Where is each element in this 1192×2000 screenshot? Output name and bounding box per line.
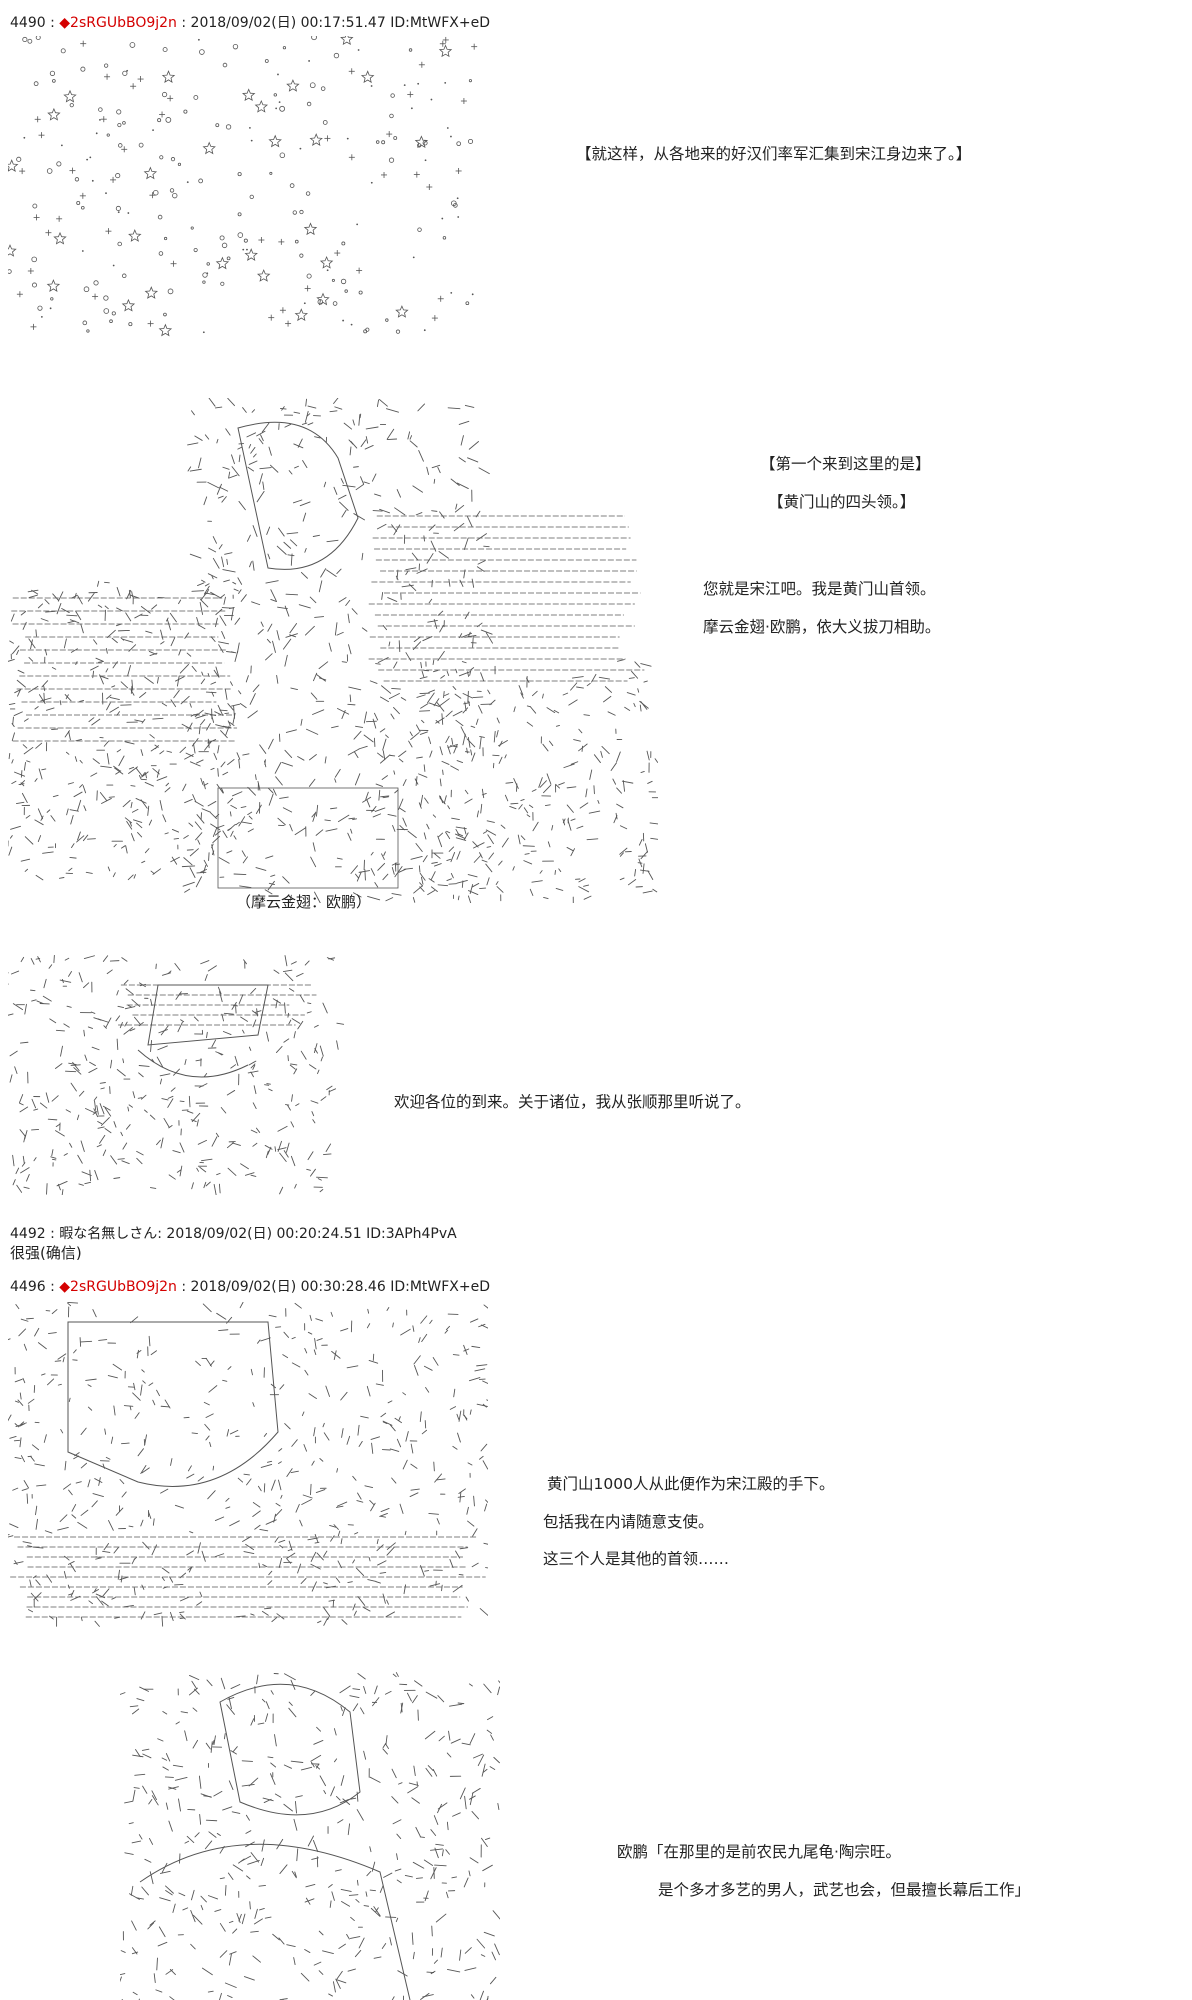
- narration-line: 【第一个来到这里的是】: [760, 455, 931, 473]
- dialogue-line: 欢迎各位的到来。关于诸位，我从张顺那里听说了。: [394, 1093, 751, 1111]
- post-header-4496: 4496 : ◆2sRGUbBO9j2n : 2018/09/02(日) 00:…: [10, 1276, 490, 1296]
- dialogue-line: 您就是宋江吧。我是黄门山首领。: [703, 580, 936, 598]
- oupeng-ascii-art: [8, 1302, 488, 1632]
- trip-mark: ◆: [59, 1279, 71, 1295]
- post-meta: : 2018/09/02(日) 00:30:28.46 ID:MtWFX+eD: [181, 1279, 491, 1295]
- narration-line: 【就这样，从各地来的好汉们率军汇集到宋江身边来了。】: [576, 145, 972, 163]
- dialogue-line: 欧鹏「在那里的是前农民九尾龟·陶宗旺。: [617, 1843, 901, 1861]
- tripcode: 2sRGUbBO9j2n: [70, 1279, 177, 1295]
- dialogue-line: 是个多才多艺的男人，武艺也会，但最擅长幕后工作」: [658, 1881, 1031, 1899]
- character-caption: （摩云金翅：欧鹏）: [236, 893, 372, 911]
- songjiang-ascii-art: [8, 955, 348, 1195]
- warriors-ascii-art: [8, 398, 658, 903]
- dialogue-line: 包括我在内请随意支使。: [543, 1513, 714, 1531]
- taozongwang-ascii-art: [120, 1672, 500, 2000]
- dialogue-line: 这三个人是其他的首领……: [543, 1550, 730, 1568]
- post-number[interactable]: 4496: [10, 1279, 46, 1295]
- poster-name: 暇な名無しさん: [59, 1226, 158, 1242]
- post-sep: :: [50, 1226, 55, 1242]
- trip-mark: ◆: [59, 15, 71, 31]
- post-header-4492: 4492 : 暇な名無しさん: 2018/09/02(日) 00:20:24.5…: [10, 1223, 457, 1243]
- post-meta: : 2018/09/02(日) 00:17:51.47 ID:MtWFX+eD: [181, 15, 491, 31]
- post-body-4492: 很强(确信): [10, 1244, 82, 1262]
- post-sep: :: [50, 15, 55, 31]
- post-number[interactable]: 4490: [10, 15, 46, 31]
- tripcode: 2sRGUbBO9j2n: [70, 15, 177, 31]
- narration-line: 【黄门山的四头领。】: [768, 493, 916, 511]
- dialogue-line: 黄门山1000人从此便作为宋江殿的手下。: [547, 1475, 835, 1493]
- dialogue-line: 摩云金翅·欧鹏，依大义拔刀相助。: [703, 618, 941, 636]
- post-sep: :: [50, 1279, 55, 1295]
- starfield-ascii-art: [8, 36, 478, 346]
- post-meta: : 2018/09/02(日) 00:20:24.51 ID:3APh4PvA: [157, 1226, 457, 1242]
- post-number[interactable]: 4492: [10, 1226, 46, 1242]
- post-header-4490: 4490 : ◆2sRGUbBO9j2n : 2018/09/02(日) 00:…: [10, 12, 490, 32]
